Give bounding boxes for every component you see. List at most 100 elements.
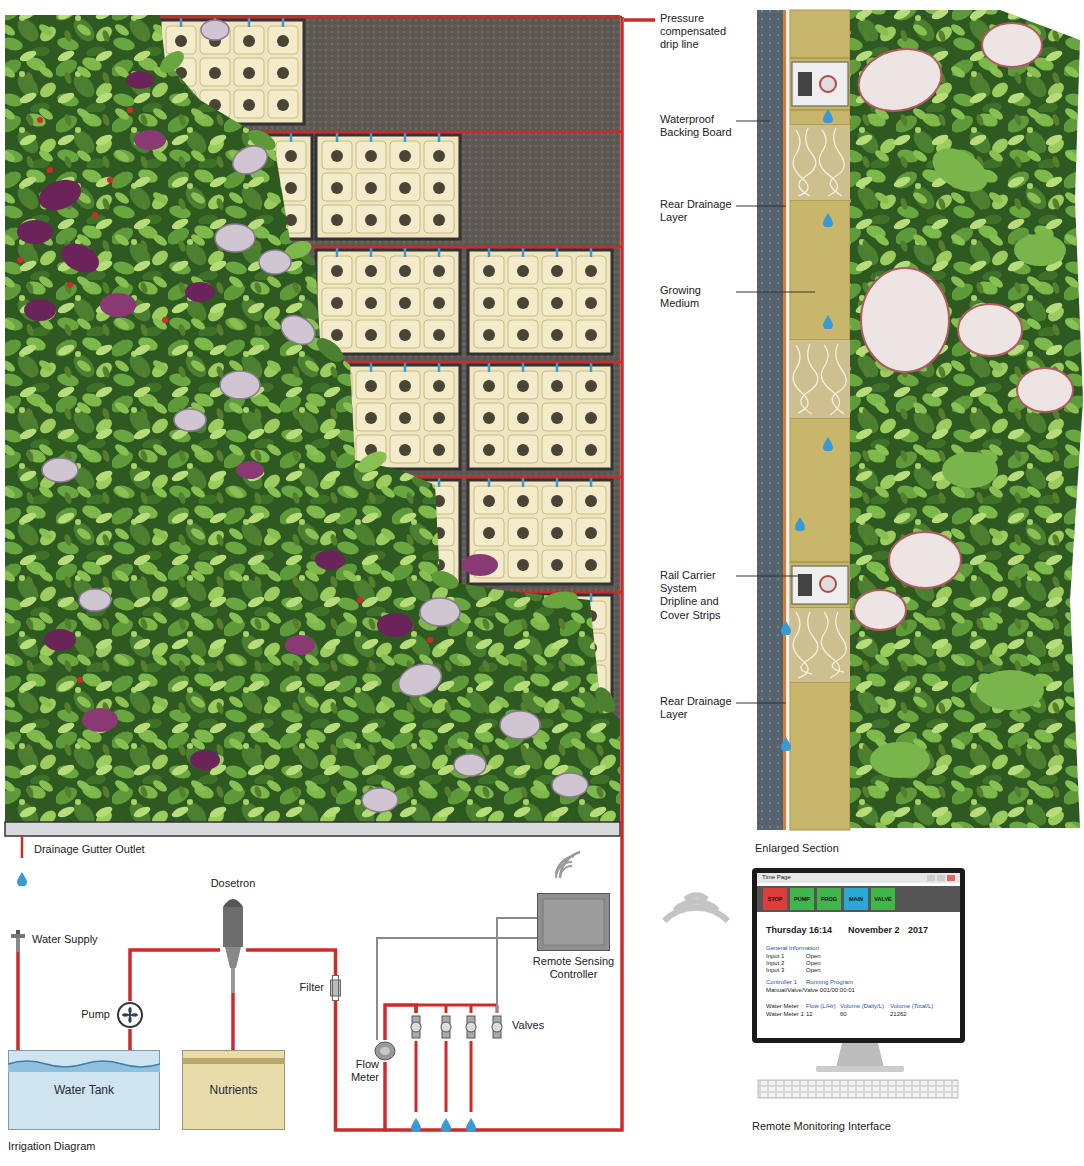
dosetron-injector-part — [220, 893, 246, 993]
enlarged-section-part — [823, 213, 833, 228]
flow-meter: Flow Meter — [373, 1040, 397, 1062]
screen-text: Input 2 — [766, 960, 784, 967]
enlarged-section-part-part — [958, 304, 1022, 356]
screen-text: Volume (Daily/L) — [840, 1003, 884, 1010]
enlarged-section-part-part — [793, 612, 846, 678]
pipe-connector-part — [246, 950, 336, 975]
monitor-part — [816, 1066, 904, 1072]
enlarged-section-part — [852, 23, 1073, 630]
green-wall-part-part — [44, 629, 76, 651]
monitor-part — [937, 875, 945, 881]
green-wall-part-part — [285, 635, 315, 655]
green-wall-part-part — [462, 554, 498, 576]
dosetron-injector: Dosetron — [220, 893, 246, 993]
node-label: Flow Meter — [341, 1058, 379, 1084]
green-wall-part — [21, 836, 24, 858]
caption-label: Drainage Gutter Outlet — [34, 843, 145, 856]
enlarged-section-part — [792, 62, 848, 604]
pump-symbol-part-part — [118, 1003, 142, 1027]
green-wall-part-part — [35, 174, 86, 215]
water-supply-tap-part-part — [11, 934, 25, 938]
pipe-connector-part — [385, 1005, 416, 1040]
monitor-part — [817, 888, 841, 910]
green-wall-part-part — [220, 371, 260, 399]
green-wall-part-part — [276, 310, 320, 351]
dosetron-injector-part-part — [223, 899, 243, 907]
dosetron-injector-part-part — [231, 968, 235, 993]
enlarged-section-part — [783, 10, 786, 830]
valve-group-part-part-part — [441, 1022, 451, 1032]
screen-text: 60 — [840, 1011, 847, 1018]
green-wall-part-part — [313, 334, 348, 367]
screen-text: November 2 — [848, 925, 900, 936]
enlarged-section-part — [850, 10, 1083, 828]
node-label: Filter — [300, 981, 324, 994]
enlarged-section — [757, 10, 1083, 830]
pipework-part — [441, 1118, 451, 1133]
green-wall-part-part — [315, 550, 345, 570]
screen-text: Input 3 — [766, 967, 784, 974]
water-supply-tap-part — [10, 930, 26, 952]
enlarged-section-part-part — [793, 128, 844, 196]
green-wall-part-part — [215, 224, 255, 252]
green-wall-part — [468, 246, 612, 354]
node-label: Water Tank — [54, 1083, 114, 1097]
controller-box-part-part — [538, 894, 610, 951]
pipe-connector — [130, 1029, 131, 1050]
leader-lines-part — [736, 121, 815, 703]
water-supply-tap-part-part — [16, 938, 20, 952]
enlarged-section-part — [790, 10, 850, 830]
enlarged-section-part-part — [889, 532, 961, 588]
monitor-part — [758, 1080, 958, 1098]
enlarged-section-part-part — [861, 268, 949, 372]
caption-label: Enlarged Section — [755, 842, 839, 855]
enlarged-section-part — [795, 517, 805, 532]
green-wall-part-part — [228, 141, 272, 180]
green-wall-part-part — [100, 293, 136, 317]
enlarged-section-part-part — [793, 344, 846, 415]
green-wall-part-part — [107, 177, 113, 183]
green-wall-part-part — [552, 773, 588, 797]
green-wall-part-part — [541, 589, 579, 611]
pump-symbol-part-part — [123, 1008, 138, 1023]
node-label: Dosetron — [211, 877, 256, 890]
callout-label: Growing Medium — [660, 284, 732, 310]
callout-label: Rear Drainage Layer — [660, 198, 732, 224]
valve-group-part-part-part — [467, 1016, 475, 1038]
nutrient-tank-part-part — [183, 1058, 285, 1064]
screen-text: Open — [806, 967, 821, 974]
monitor-part — [836, 1043, 884, 1068]
screen-text: PUMP — [790, 896, 814, 903]
screen-text: Thursday 16:14 — [766, 925, 832, 936]
valve-group-part-part-part — [442, 1016, 450, 1038]
green-wall-part — [17, 107, 433, 683]
monitor-part — [871, 888, 895, 910]
green-wall-part — [5, 15, 620, 830]
controller-box-part-part — [543, 899, 604, 945]
green-wall-part-part — [174, 409, 206, 431]
enlarged-section-part — [790, 125, 850, 682]
screen-text: General Information — [766, 945, 819, 952]
monitor-part — [752, 868, 965, 1043]
enlarged-section-part-part — [790, 608, 850, 682]
monitor-part — [790, 888, 814, 910]
screen-text: STOP — [763, 896, 787, 903]
pipe-connector-part — [16, 952, 20, 1050]
screen-text: Manual/Valve/Valve 001/00:00:01 — [766, 987, 855, 994]
caption-label: Irrigation Diagram — [8, 1140, 95, 1153]
green-wall-part-part — [420, 598, 460, 626]
green-wall-part-part — [24, 299, 56, 321]
green-wall-part — [316, 246, 460, 354]
screen-text: Water Meter — [766, 1003, 799, 1010]
filter-fitting: Filter — [330, 975, 341, 1001]
green-wall-part — [316, 131, 460, 239]
green-wall-part-part — [42, 458, 78, 482]
screen-text: VALVE — [871, 896, 895, 903]
enlarged-section-part — [757, 10, 783, 830]
valve-group-part-part-part — [466, 1022, 476, 1032]
green-wall-part-part — [47, 167, 53, 173]
enlarged-section-part-part — [854, 590, 906, 630]
green-wall-part — [5, 822, 620, 836]
